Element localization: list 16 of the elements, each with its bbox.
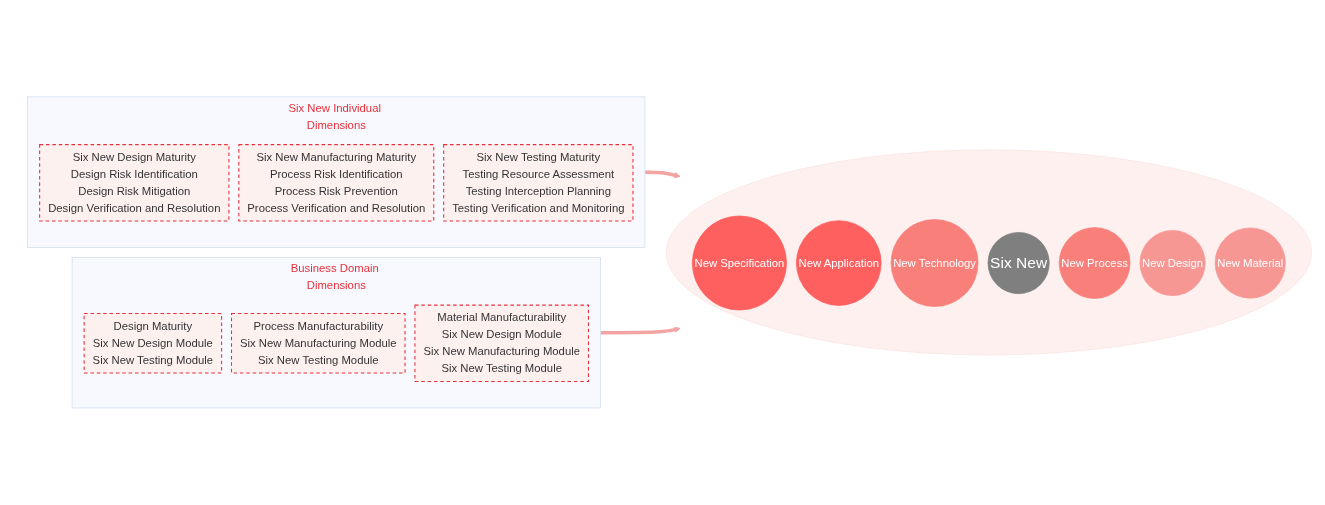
node-box: Six New Testing Maturity Testing Resource Assessment Testing Interception Planning Testing Verification and Monitoring (443, 144, 634, 222)
node-box: Material Manufacturability Six New Design Module Six New Manufacturing Module Six New Testing Module (414, 304, 589, 383)
node-circle: New Process (1058, 227, 1131, 299)
node-circle: New Application (796, 220, 882, 306)
node-box: Process Manufacturability Six New Manufacturing Module Six New Testing Module (231, 313, 406, 374)
arrow (644, 170, 681, 179)
node-circle: New Specification (692, 215, 787, 311)
node-circle: New Technology (890, 219, 979, 307)
node-circle: Six New (987, 232, 1050, 295)
node-box: Six New Manufacturing Maturity Process Risk Identification Process Risk Prevention Process Verification and Resolution (238, 144, 435, 222)
node-circle: New Design (1139, 230, 1206, 297)
arrow (600, 326, 681, 335)
node-box: Design Maturity Six New Design Module Six New Testing Module (83, 313, 223, 374)
cluster (665, 149, 1312, 356)
node-circle: New Material (1214, 227, 1286, 299)
node-box: Six New Design Maturity Design Risk Identification Design Risk Mitigation Design Verification and Resolution (39, 144, 230, 222)
